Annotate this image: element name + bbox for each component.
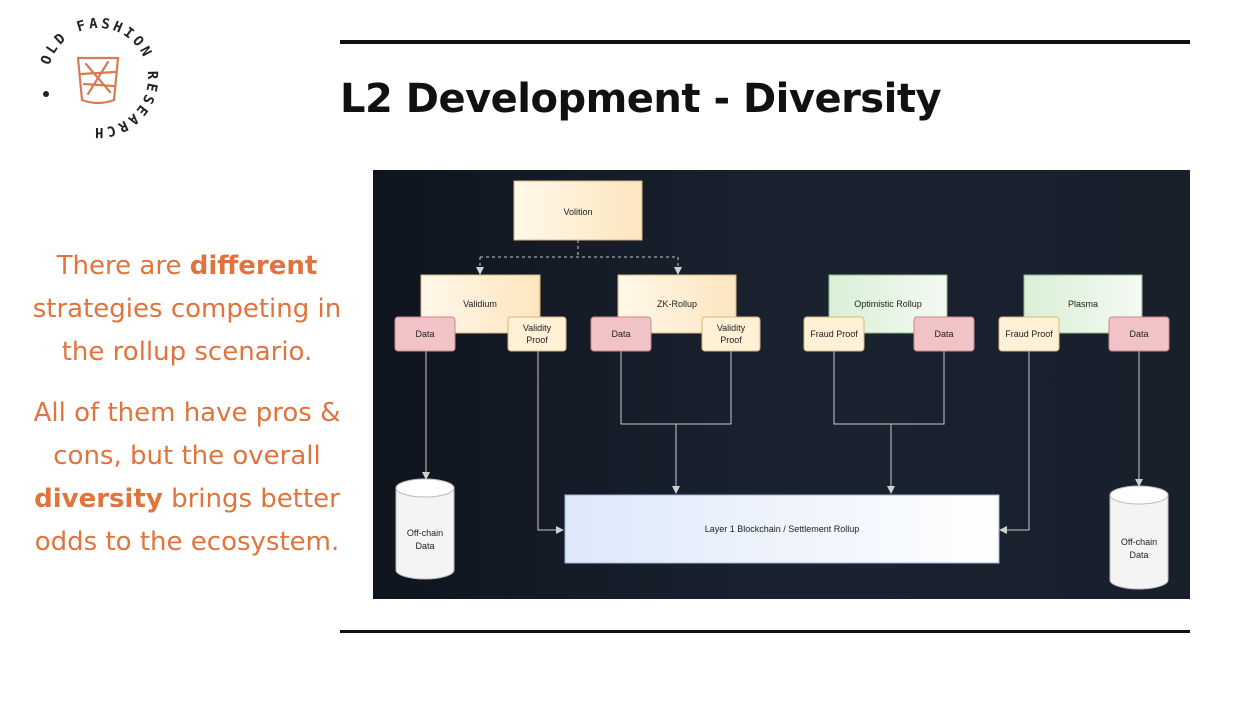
validium-validity-proof-box: Validity Proof <box>507 316 567 352</box>
zk-rollup-validity-proof-box: Validity Proof <box>701 316 761 352</box>
plasma-fraud-proof-box: Fraud Proof <box>998 316 1060 352</box>
svg-text:Layer 1 Blockchain / Settlemen: Layer 1 Blockchain / Settlement Rollup <box>705 524 860 534</box>
plasma-data-box: Data <box>1108 316 1170 352</box>
top-rule <box>340 40 1190 44</box>
svg-text:Data: Data <box>415 329 434 339</box>
offchain-data-store-right: Off-chain Data <box>1109 485 1169 590</box>
svg-text:Data: Data <box>1129 329 1148 339</box>
svg-text:Off-chain: Off-chain <box>1121 537 1157 547</box>
svg-text:Data: Data <box>1129 550 1148 560</box>
glass-icon <box>76 56 120 105</box>
svg-text:Data: Data <box>934 329 953 339</box>
old-fashion-research-logo: OLD FASHION RESEARCH <box>38 16 157 140</box>
svg-text:Data: Data <box>415 541 434 551</box>
connector-lines <box>422 240 1143 534</box>
svg-text:Data: Data <box>611 329 630 339</box>
intro-paragraph: There are different strategies competing… <box>32 251 342 367</box>
svg-text:Fraud Proof: Fraud Proof <box>810 329 858 339</box>
emphasis-diversity: diversity <box>34 484 163 514</box>
svg-text:ZK-Rollup: ZK-Rollup <box>657 299 697 309</box>
validium-data-box: Data <box>394 316 456 352</box>
svg-text:Validity: Validity <box>523 323 552 333</box>
layer1-settlement-node: Layer 1 Blockchain / Settlement Rollup <box>564 494 1000 564</box>
emphasis-different: different <box>189 251 318 281</box>
svg-text:Volition: Volition <box>563 207 592 217</box>
bottom-rule <box>340 630 1190 633</box>
svg-text:Validity: Validity <box>717 323 746 333</box>
svg-text:Proof: Proof <box>526 335 548 345</box>
svg-text:Validium: Validium <box>463 299 497 309</box>
offchain-data-store-left: Off-chain Data <box>395 478 455 580</box>
volition-node: Volition <box>513 180 643 241</box>
optimistic-data-box: Data <box>913 316 975 352</box>
optimistic-fraud-proof-box: Fraud Proof <box>803 316 865 352</box>
rollup-strategies-diagram: Volition Validium Data Validity Proof ZK… <box>373 170 1190 599</box>
svg-text:Optimistic Rollup: Optimistic Rollup <box>854 299 922 309</box>
svg-text:Plasma: Plasma <box>1068 299 1098 309</box>
svg-text:Proof: Proof <box>720 335 742 345</box>
svg-text:Fraud Proof: Fraud Proof <box>1005 329 1053 339</box>
zk-rollup-data-box: Data <box>590 316 652 352</box>
svg-text:Off-chain: Off-chain <box>407 528 443 538</box>
slide-title: L2 Development - Diversity <box>340 76 942 122</box>
pros-cons-paragraph: All of them have pros & cons, but the ov… <box>33 398 341 557</box>
